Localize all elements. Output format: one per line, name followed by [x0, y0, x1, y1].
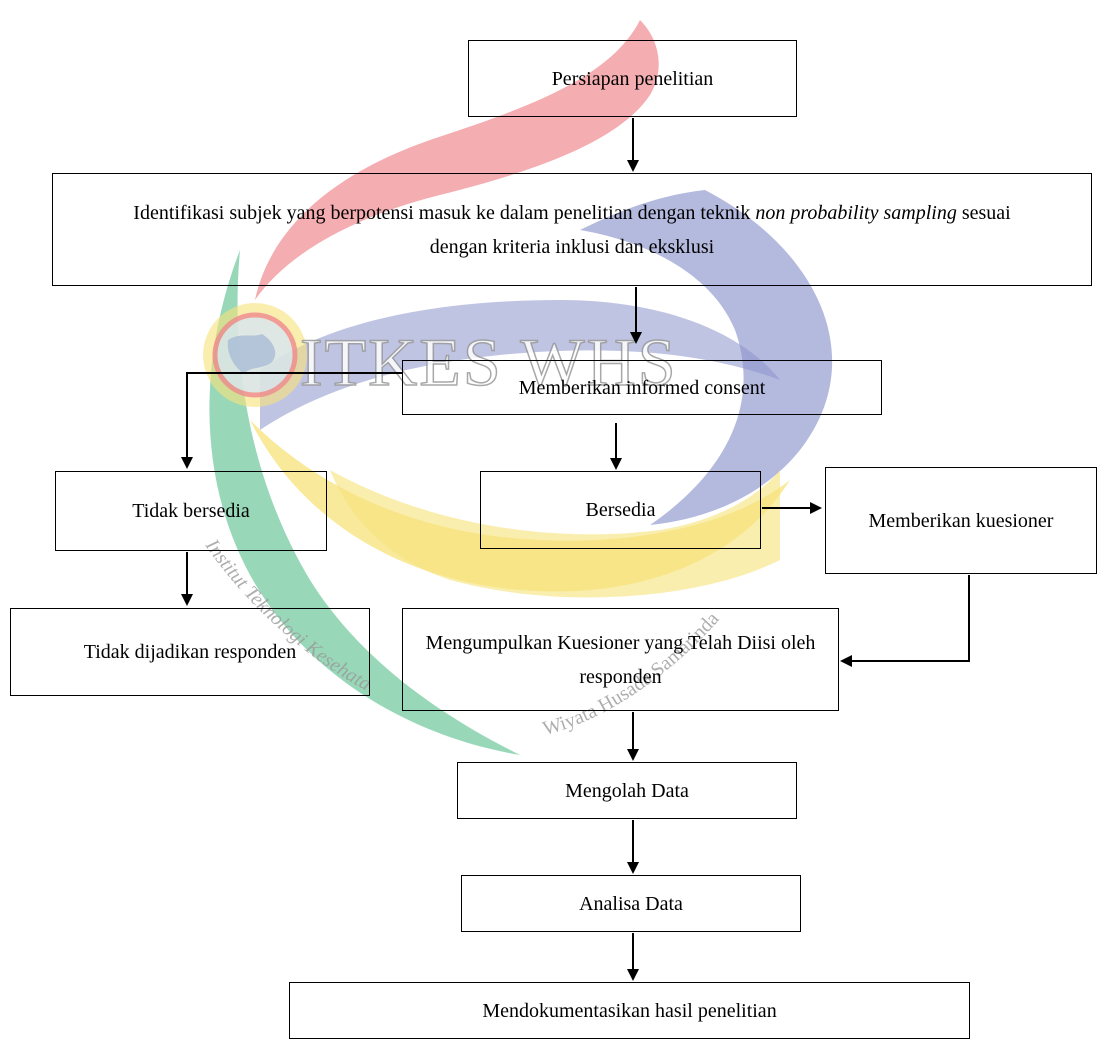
watermark-green-arc [209, 250, 521, 755]
watermark-blue-swoosh [580, 190, 833, 525]
step-informed-consent: Memberikan informed consent [402, 360, 882, 415]
step-mendokumentasikan: Mendokumentasikan hasil penelitian [289, 982, 970, 1039]
step-bersedia: Bersedia [480, 471, 761, 549]
step-memberikan-kuesioner-label: Memberikan kuesioner [868, 509, 1054, 532]
step-tidak-dijadikan-label: Tidak dijadikan responden [83, 641, 297, 663]
step-bersedia-label: Bersedia [585, 499, 656, 521]
step-tidak-bersedia-label: Tidak bersedia [132, 500, 250, 522]
watermark-red-flame [255, 20, 659, 300]
step-identifikasi: Identifikasi subjek yang berpotensi masu… [52, 173, 1092, 286]
step-informed-consent-label: Memberikan informed consent [518, 376, 766, 399]
step-mengolah: Mengolah Data [457, 762, 797, 819]
watermark-blue-band [260, 300, 780, 430]
step-tidak-bersedia: Tidak bersedia [55, 471, 327, 551]
step-analisa: Analisa Data [461, 875, 801, 932]
watermark-globe-land [227, 334, 276, 374]
step-memberikan-kuesioner: Memberikan kuesioner [825, 467, 1097, 574]
step-identifikasi-emphasis: non probability sampling [755, 201, 957, 224]
step-persiapan-label: Persiapan penelitian [551, 67, 714, 90]
step-persiapan: Persiapan penelitian [468, 40, 797, 117]
step-tidak-dijadikan: Tidak dijadikan responden [10, 608, 370, 696]
step-mengolah-label: Mengolah Data [565, 779, 689, 802]
step-mengumpulkan: Mengumpulkan Kuesioner yang Telah Diisi … [402, 608, 839, 711]
step-identifikasi-label: Identifikasi subjek yang berpotensi masu… [133, 201, 1011, 258]
step-analisa-label: Analisa Data [579, 892, 683, 915]
step-mengumpulkan-label: Mengumpulkan Kuesioner yang Telah Diisi … [425, 631, 816, 688]
watermark-yellow-fill [330, 470, 780, 598]
step-mendokumentasikan-label: Mendokumentasikan hasil penelitian [482, 999, 777, 1022]
